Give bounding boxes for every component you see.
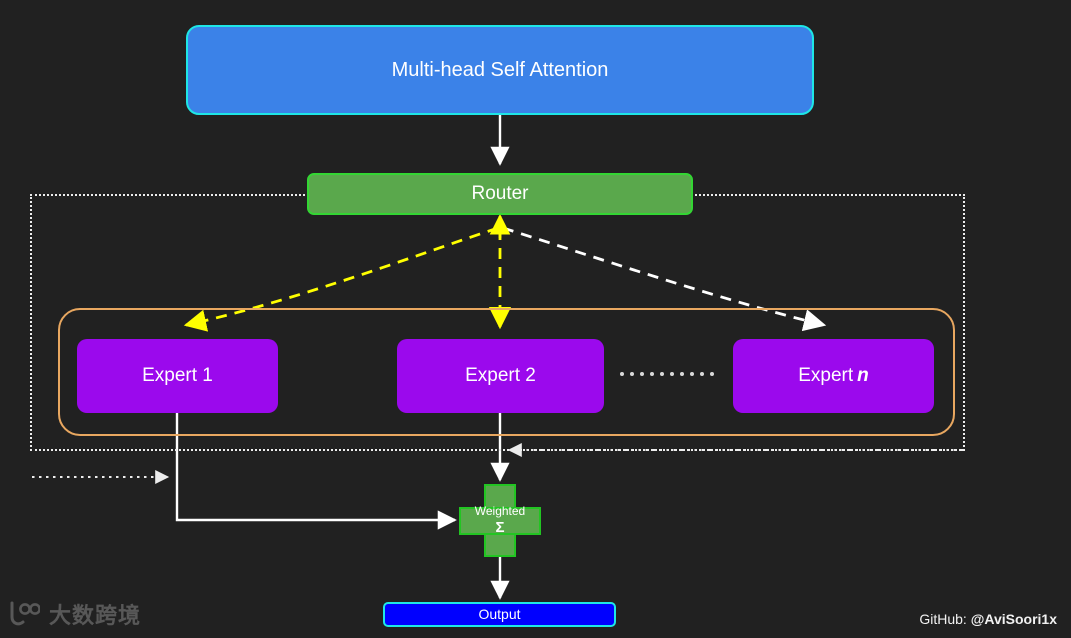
ellipsis-dot xyxy=(620,372,624,376)
github-credit: GitHub: @AviSoori1x xyxy=(919,611,1057,627)
weighted-sum-node[interactable]: Weighted Σ xyxy=(459,484,541,557)
experts-ellipsis-dots xyxy=(620,371,714,377)
watermark-text: 大数跨境 xyxy=(49,603,142,628)
expert-2-node[interactable]: Expert 2 xyxy=(397,339,604,413)
github-handle: @AviSoori1x xyxy=(970,611,1057,627)
ellipsis-dot xyxy=(690,372,694,376)
ellipsis-dot xyxy=(700,372,704,376)
attention-label: Multi-head Self Attention xyxy=(391,58,609,81)
watermark-logo-icon xyxy=(8,601,40,627)
ellipsis-dot xyxy=(680,372,684,376)
weighted-sum-label-top: Weighted xyxy=(474,504,526,518)
multi-head-self-attention-node[interactable]: Multi-head Self Attention xyxy=(186,25,814,115)
ellipsis-dot xyxy=(640,372,644,376)
expert-1-label: Expert 1 xyxy=(142,365,213,387)
router-node[interactable]: Router xyxy=(307,173,693,215)
ellipsis-dot xyxy=(650,372,654,376)
ellipsis-dot xyxy=(630,372,634,376)
router-label: Router xyxy=(471,183,529,205)
output-label: Output xyxy=(478,606,521,623)
cross-center-face xyxy=(463,510,537,533)
expert-2-label: Expert 2 xyxy=(465,365,536,387)
ellipsis-dot xyxy=(710,372,714,376)
ellipsis-dot xyxy=(670,372,674,376)
expert-n-index: n xyxy=(857,365,869,387)
expert-n-label: Expert xyxy=(798,365,854,387)
experts-group-boundary xyxy=(58,308,955,436)
github-prefix: GitHub: xyxy=(919,611,971,627)
weighted-sum-sigma: Σ xyxy=(495,519,505,536)
ellipsis-dot xyxy=(660,372,664,376)
output-node[interactable]: Output xyxy=(383,602,616,627)
expert-1-node[interactable]: Expert 1 xyxy=(77,339,278,413)
weighted-sum-label-group: Weighted Σ xyxy=(460,485,540,556)
expert-n-node[interactable]: Expert n xyxy=(733,339,934,413)
watermark: 大数跨境 xyxy=(8,598,141,630)
